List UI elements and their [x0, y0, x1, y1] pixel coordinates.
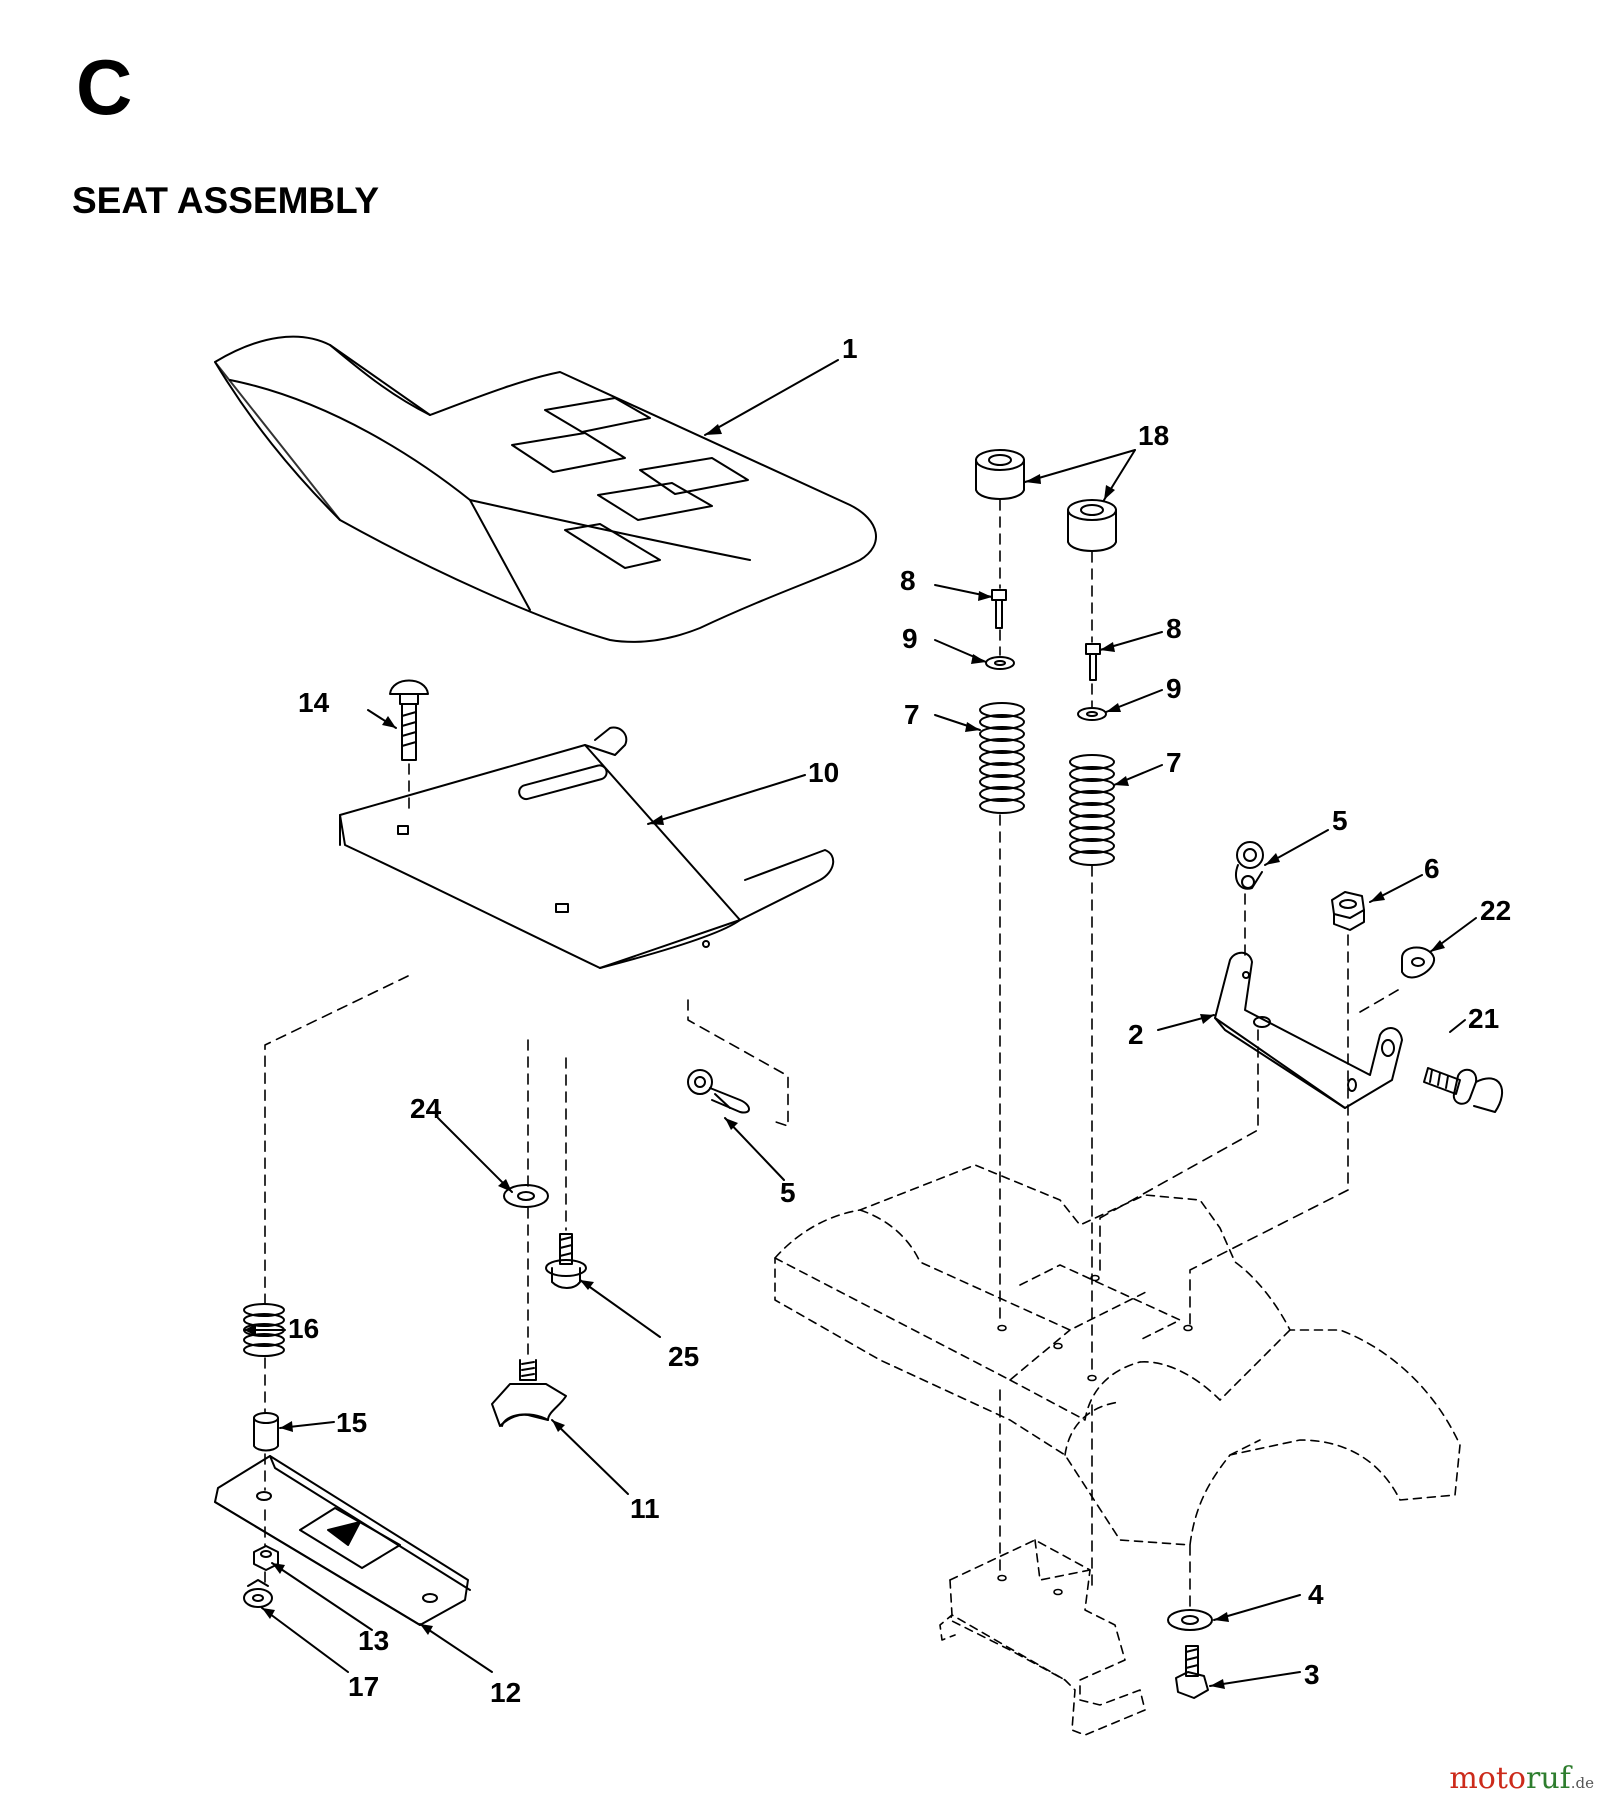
nut-part-6[interactable]	[1331, 891, 1365, 931]
callout-14: 14	[298, 687, 330, 718]
callout-10: 10	[808, 757, 839, 788]
callout-9-left: 9	[902, 623, 918, 654]
callout-16: 16	[288, 1313, 319, 1344]
slide-plate-part-12[interactable]	[214, 1455, 471, 1626]
watermark-logo: motoruf.de	[1449, 1761, 1594, 1796]
callout-8-left: 8	[900, 565, 916, 596]
callout-6: 6	[1424, 853, 1440, 884]
callout-21: 21	[1468, 1003, 1499, 1034]
section-title: SEAT ASSEMBLY	[72, 180, 380, 221]
callout-25: 25	[668, 1341, 699, 1372]
callout-5-left: 5	[780, 1177, 796, 1208]
callout-numbers: 1 18 8 8 9 9 7 7 14 10 5 6 22 21 2 24 5 …	[288, 333, 1511, 1708]
spring-part-7-b[interactable]	[1069, 754, 1115, 866]
spring-part-16[interactable]	[243, 1303, 285, 1357]
washer-part-9-a[interactable]	[985, 656, 1015, 670]
clip-part-5-right[interactable]	[1234, 841, 1264, 890]
callout-8-right: 8	[1166, 613, 1182, 644]
nut-part-22[interactable]	[1401, 946, 1436, 979]
callout-9-right: 9	[1166, 673, 1182, 704]
screw-part-8-b[interactable]	[1085, 643, 1101, 681]
callout-5-right: 5	[1332, 805, 1348, 836]
washer-part-17[interactable]	[243, 1579, 273, 1608]
knob-part-11[interactable]	[491, 1359, 567, 1427]
callout-7-right: 7	[1166, 747, 1182, 778]
callout-7-left: 7	[904, 699, 920, 730]
bolt-part-21[interactable]	[1423, 1067, 1504, 1113]
callout-12: 12	[490, 1677, 521, 1708]
callout-2: 2	[1128, 1019, 1144, 1050]
callout-1: 1	[842, 333, 858, 364]
fender-mounting-holes	[997, 1274, 1193, 1596]
washer-part-4[interactable]	[1167, 1609, 1213, 1631]
callout-3: 3	[1304, 1659, 1320, 1690]
seat-pan-part-10[interactable]	[339, 726, 835, 969]
callout-arrowheads	[244, 424, 1445, 1689]
callout-13: 13	[358, 1625, 389, 1656]
nut-part-13[interactable]	[253, 1545, 279, 1571]
seat-part-1[interactable]	[214, 335, 877, 643]
bumper-part-18-a[interactable]	[975, 449, 1025, 500]
fender-frame-phantom	[774, 1164, 1461, 1736]
callout-17: 17	[348, 1671, 379, 1702]
callout-24: 24	[410, 1093, 442, 1124]
assembly-center-lines	[264, 499, 1399, 1609]
washer-part-9-b[interactable]	[1077, 707, 1107, 721]
seat-grip-pads	[511, 397, 749, 569]
callout-18: 18	[1138, 420, 1169, 451]
callout-15: 15	[336, 1407, 367, 1438]
callout-22: 22	[1480, 895, 1511, 926]
carriage-bolt-part-14[interactable]	[389, 679, 429, 761]
spring-part-7-a[interactable]	[979, 702, 1025, 814]
washer-part-24[interactable]	[503, 1184, 549, 1208]
callout-4: 4	[1308, 1579, 1324, 1610]
clip-part-5-left[interactable]	[687, 1069, 750, 1114]
bumper-part-18-b[interactable]	[1067, 499, 1117, 552]
bushing-part-15[interactable]	[253, 1412, 279, 1452]
screw-part-8-a[interactable]	[991, 589, 1007, 629]
section-letter: C	[76, 43, 133, 131]
bolt-part-25[interactable]	[545, 1233, 587, 1289]
callout-11: 11	[630, 1493, 660, 1524]
bolt-part-3[interactable]	[1175, 1645, 1209, 1699]
bracket-part-2[interactable]	[1214, 951, 1403, 1109]
